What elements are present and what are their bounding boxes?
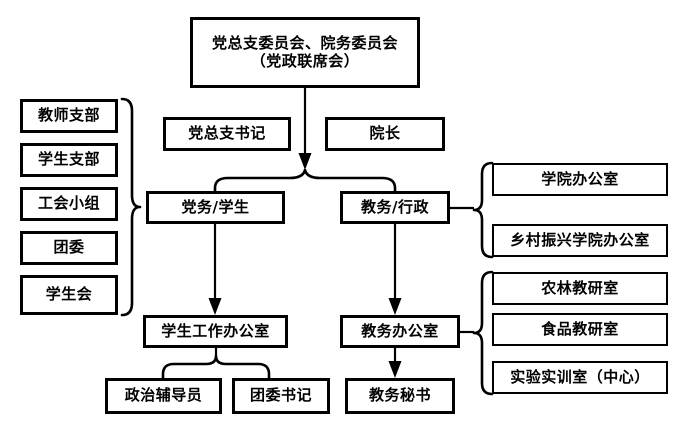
box-laboratory-training-center[interactable]: 实验实训室（中心）: [492, 361, 668, 394]
arrow-head-academic: [388, 298, 402, 315]
box-teacher-branch[interactable]: 教师支部: [20, 99, 118, 133]
brace-student-affairs: [161, 354, 271, 380]
box-youth-league[interactable]: 团委: [20, 231, 118, 265]
student-affairs-office-label: 学生工作办公室: [161, 321, 270, 340]
student-union-label: 学生会: [45, 285, 93, 304]
top-committee-line2: （党政联席会）: [250, 51, 360, 70]
brace-left-group: [120, 97, 142, 317]
box-top-committee[interactable]: 党总支委员会、院务委员会 （党政联席会）: [190, 17, 420, 88]
box-college-office[interactable]: 学院办公室: [492, 163, 668, 196]
box-academic-admin-division[interactable]: 教务/行政: [340, 191, 450, 224]
box-dean[interactable]: 院长: [325, 117, 445, 151]
brace-right-lower: [472, 270, 494, 396]
political-counselor-label: 政治辅导员: [124, 386, 203, 405]
box-agriculture-forestry-teaching-office[interactable]: 农林教研室: [492, 272, 668, 305]
laboratory-training-center-label: 实验实训室（中心）: [510, 367, 650, 386]
box-student-branch[interactable]: 学生支部: [20, 143, 118, 177]
college-office-label: 学院办公室: [541, 169, 619, 188]
box-youth-league-secretary[interactable]: 团委书记: [232, 378, 330, 414]
box-rural-revitalization-office[interactable]: 乡村振兴学院办公室: [492, 224, 668, 257]
agriculture-forestry-teaching-office-label: 农林教研室: [541, 278, 619, 297]
youth-league-label: 团委: [53, 238, 85, 257]
box-party-student-division[interactable]: 党务/学生: [146, 191, 285, 224]
food-teaching-office-label: 食品教研室: [541, 319, 619, 338]
academic-affairs-office-label: 教务办公室: [361, 321, 439, 340]
box-union-group[interactable]: 工会小组: [20, 187, 118, 221]
box-student-affairs-office[interactable]: 学生工作办公室: [143, 315, 288, 348]
rural-revitalization-office-label: 乡村振兴学院办公室: [510, 230, 650, 249]
arrow-head-academic-secretary: [388, 361, 402, 378]
teacher-branch-label: 教师支部: [37, 106, 100, 125]
arrow-head-party-student: [208, 298, 222, 315]
academic-admin-division-label: 教务/行政: [361, 197, 429, 216]
party-student-division-label: 党务/学生: [181, 197, 250, 216]
brace-right-upper: [472, 161, 494, 259]
box-party-secretary[interactable]: 党总支书记: [163, 117, 291, 151]
youth-league-secretary-label: 团委书记: [249, 386, 312, 405]
top-committee-line1: 党总支委员会、院务委员会: [211, 34, 398, 53]
brace-divisions: [213, 168, 397, 193]
arrow-head-top: [298, 153, 312, 170]
box-political-counselor[interactable]: 政治辅导员: [105, 378, 222, 414]
student-branch-label: 学生支部: [37, 150, 100, 169]
academic-secretary-label: 教务秘书: [368, 386, 431, 405]
box-student-union[interactable]: 学生会: [20, 275, 118, 315]
dean-label: 院长: [369, 124, 401, 143]
box-academic-affairs-office[interactable]: 教务办公室: [340, 315, 460, 348]
box-academic-secretary[interactable]: 教务秘书: [345, 378, 455, 414]
box-food-teaching-office[interactable]: 食品教研室: [492, 313, 668, 346]
party-secretary-label: 党总支书记: [188, 124, 266, 143]
union-group-label: 工会小组: [37, 194, 100, 213]
